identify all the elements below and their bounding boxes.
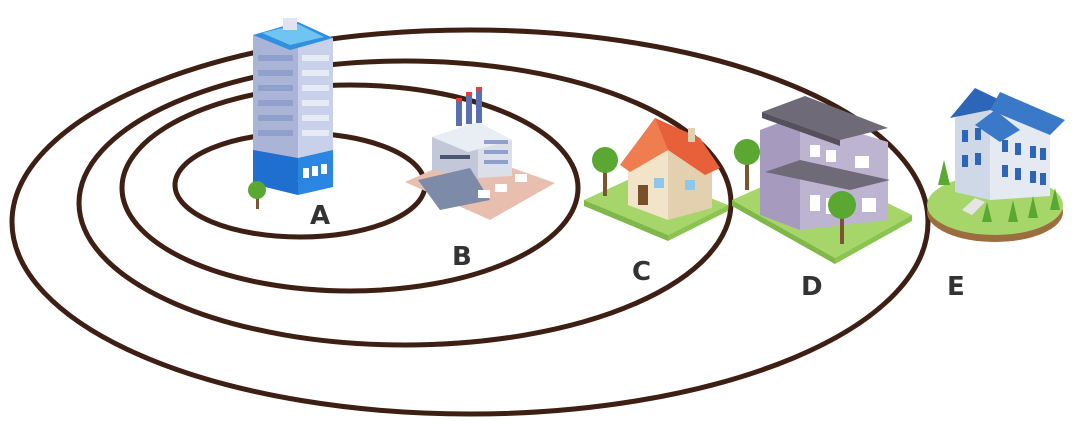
zone-label-d: D	[801, 272, 823, 302]
zone-labels: A B C D E	[310, 201, 965, 302]
zone-label-c: C	[632, 257, 651, 287]
ring-d	[76, 58, 734, 348]
zone-label-a: A	[310, 201, 330, 231]
ring-outer	[9, 27, 931, 417]
factory-icon	[405, 87, 555, 220]
two-story-house-icon	[732, 96, 912, 264]
ring-c	[119, 82, 581, 294]
zone-label-b: B	[452, 242, 472, 272]
small-house-icon	[584, 118, 728, 241]
office-tower-icon	[248, 18, 333, 209]
zone-label-e: E	[947, 272, 965, 302]
mansion-icon	[927, 88, 1065, 242]
